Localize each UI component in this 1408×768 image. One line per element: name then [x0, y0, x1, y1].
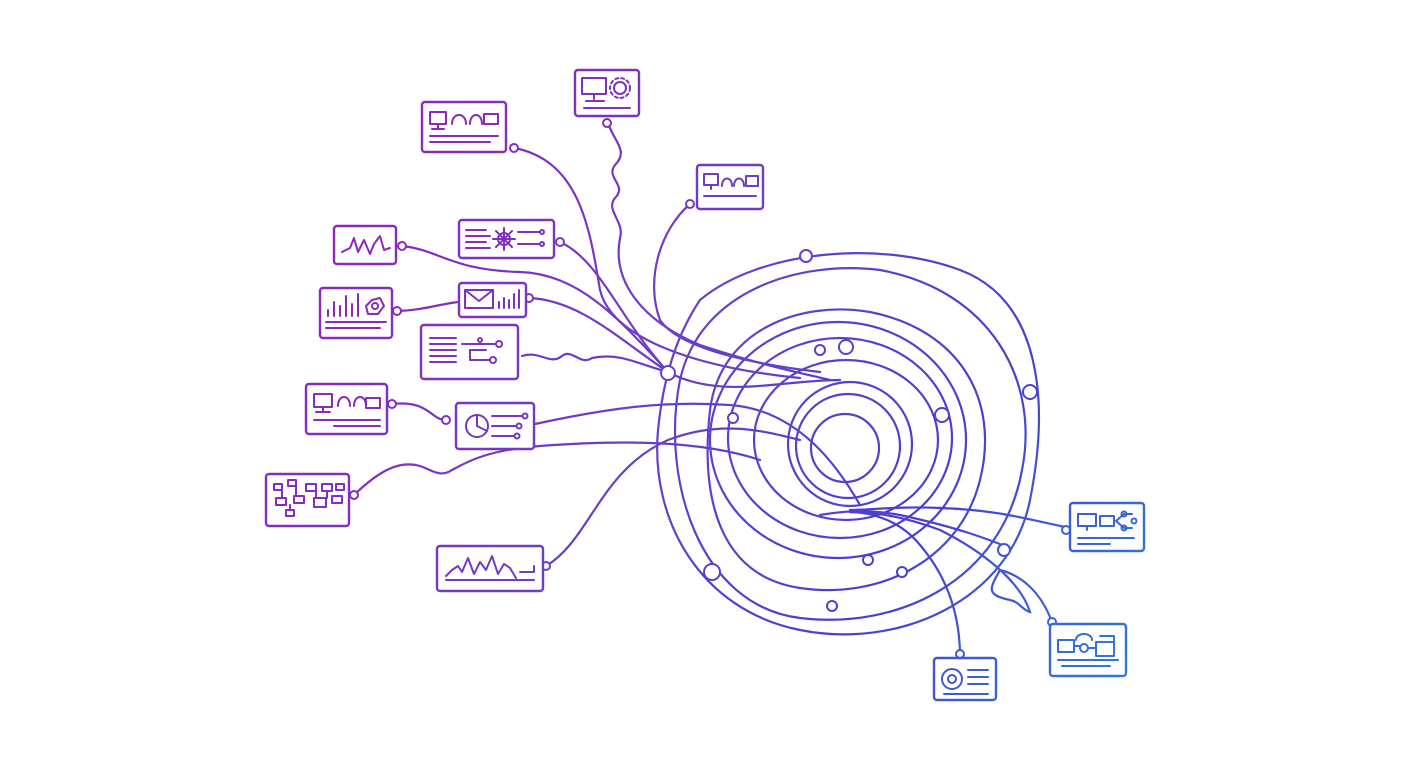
wire-waveform — [400, 244, 670, 374]
node-dot — [997, 543, 1011, 557]
card-waveform[interactable] — [332, 224, 398, 266]
node-dot — [814, 344, 826, 356]
wire-inner — [818, 510, 1012, 550]
node-dot — [838, 339, 854, 355]
node-dot — [727, 412, 739, 424]
card-pie-circuit[interactable] — [454, 401, 536, 451]
card-line-graph[interactable] — [435, 544, 545, 593]
hub-ring — [794, 392, 902, 500]
node-dot — [555, 237, 565, 247]
node-dot — [660, 365, 676, 381]
target-list-icon — [941, 668, 989, 695]
node-dot — [799, 249, 813, 263]
node-dot — [602, 118, 612, 128]
node-dot — [934, 407, 950, 423]
wire-pie-circuit — [533, 402, 862, 507]
dashboard-icon — [1077, 510, 1138, 545]
hub-ring — [752, 358, 940, 522]
card-monitor-gear[interactable] — [573, 68, 641, 118]
dashboard-icon — [313, 393, 381, 427]
wire-flowchart — [352, 441, 762, 497]
wire-target-list — [848, 510, 962, 658]
hub-ring — [656, 252, 1040, 636]
bar-chart-icon — [325, 293, 387, 329]
card-mail-chart[interactable] — [457, 281, 528, 319]
wire-network-list — [558, 240, 670, 374]
node-dot — [826, 600, 838, 612]
node-dot — [349, 490, 359, 500]
card-dashboard-d[interactable] — [1068, 501, 1146, 553]
pie-circuit-icon — [465, 412, 529, 440]
wire-dashboard-d — [848, 506, 1072, 530]
card-list-circuit[interactable] — [419, 323, 520, 381]
waveform-icon — [341, 235, 391, 255]
card-dashboard-c[interactable] — [304, 382, 389, 436]
node-dot — [685, 199, 695, 209]
node-dot — [703, 563, 721, 581]
node-dot — [392, 306, 402, 316]
node-dot — [387, 399, 397, 409]
card-dashboard-a[interactable] — [420, 100, 508, 154]
hub-core-ring — [809, 412, 881, 484]
node-dot — [1022, 384, 1038, 400]
list-circuit-icon — [429, 337, 503, 364]
node-dot — [441, 415, 451, 425]
node-dot — [896, 566, 908, 578]
hub-ring — [708, 320, 968, 560]
dashboard-icon — [703, 173, 759, 197]
mail-chart-icon — [464, 289, 520, 309]
card-bar-chart[interactable] — [318, 286, 394, 340]
hub-ring — [706, 308, 987, 592]
node-dots — [349, 118, 1071, 659]
card-target-list[interactable] — [932, 656, 998, 702]
node-dot — [509, 143, 519, 153]
card-network-list[interactable] — [457, 218, 556, 260]
hub-ring — [726, 336, 954, 540]
wire-dashboard-a — [512, 146, 802, 380]
wire-process-flow — [848, 510, 1054, 624]
node-dot — [397, 241, 407, 251]
wire-line-graph — [544, 427, 802, 568]
wire-list-circuit — [520, 352, 670, 374]
card-dashboard-b[interactable] — [695, 163, 765, 211]
hub-ring — [786, 380, 914, 508]
card-flowchart[interactable] — [264, 472, 351, 528]
process-flow-icon — [1057, 633, 1119, 667]
wire-dashboard-c — [390, 402, 448, 422]
dashboard-icon — [429, 111, 499, 143]
network-list-icon — [465, 227, 545, 251]
card-process-flow[interactable] — [1048, 622, 1128, 678]
wire-dashboard-b — [653, 202, 822, 374]
node-dot — [862, 554, 874, 566]
flowchart-icon — [273, 479, 345, 517]
monitor-gear-icon — [581, 77, 631, 109]
line-graph-icon — [445, 555, 535, 581]
